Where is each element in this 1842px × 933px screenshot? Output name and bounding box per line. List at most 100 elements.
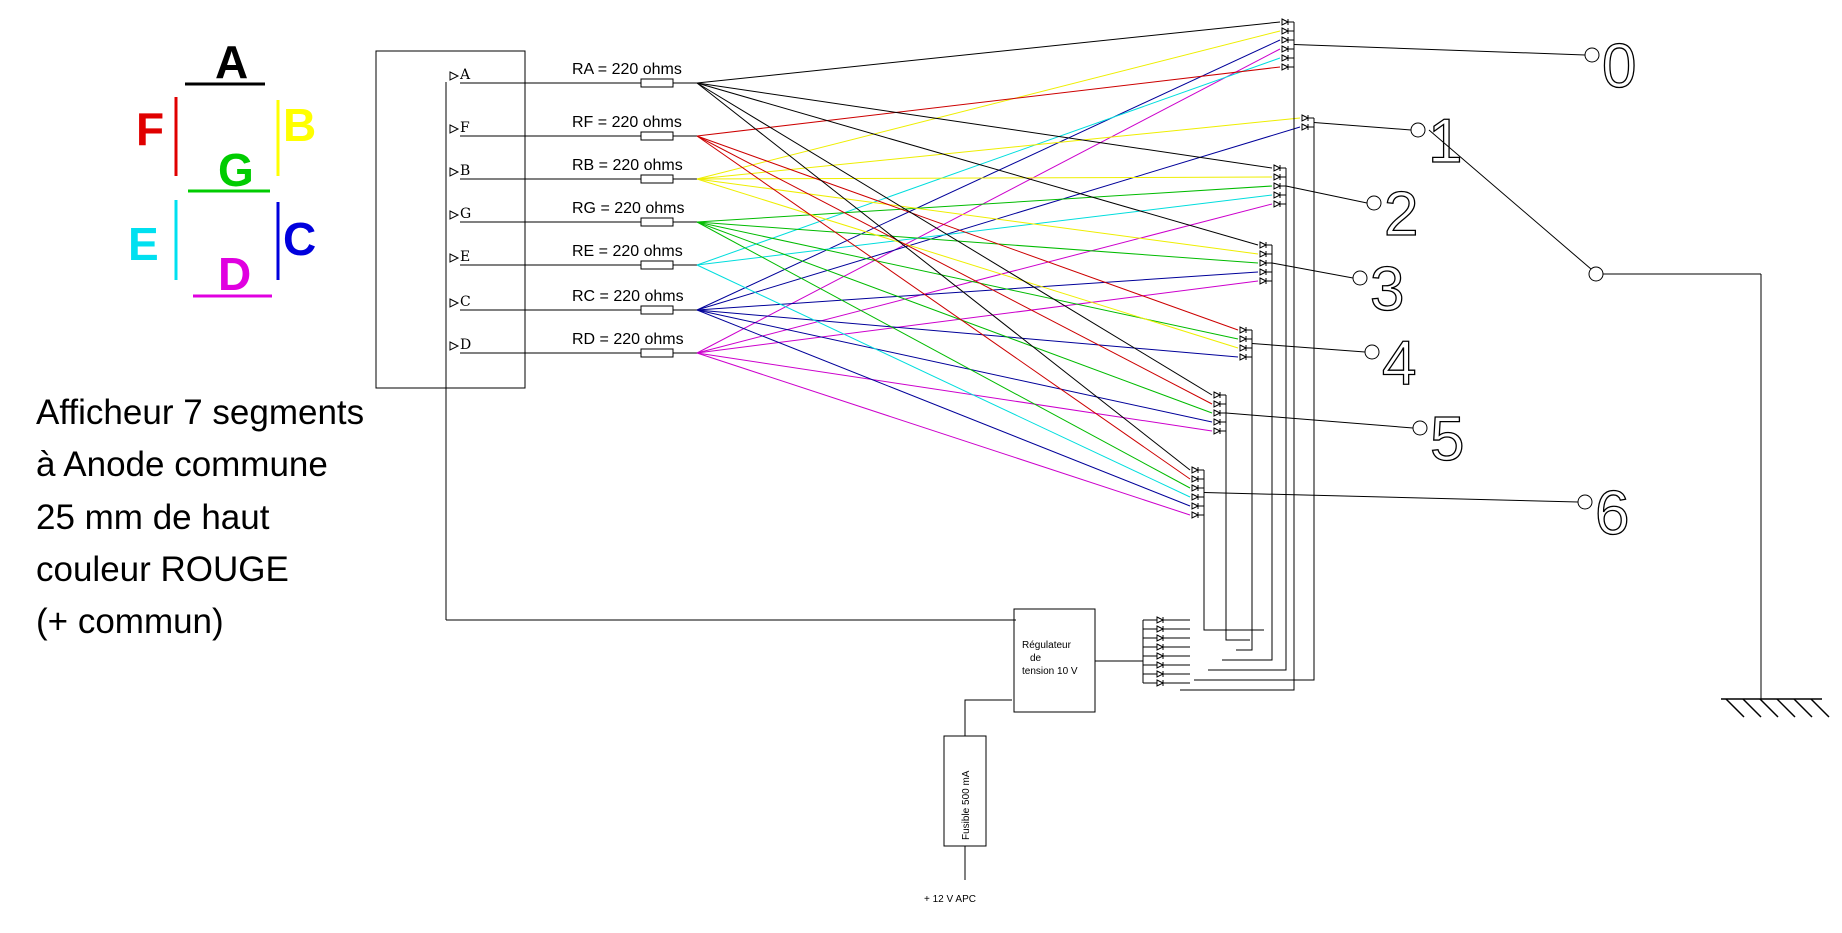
description-line-2: à Anode commune [36,445,328,484]
pin-label-d: D [460,337,471,353]
diode-icon-6-f [1191,475,1200,483]
bus-return-5 [1225,431,1250,641]
pin-label-g: G [460,206,471,222]
resistor-label-d: RD = 220 ohms [572,331,684,348]
bus-return-6 [1203,515,1264,631]
output-terminal-1 [1410,122,1426,138]
ground-hatch-line-3 [1776,698,1796,718]
diode-icon-6-g [1191,484,1200,492]
diode-icon-2-b [1273,173,1282,181]
regulator-box [1013,608,1096,713]
diode-icon-4-b [1239,344,1248,352]
fanout-wire-6-c [696,309,1191,507]
pin-icon-a [449,71,460,81]
output-label-1: 1 [1428,107,1462,176]
regulator-label-2: de [1030,653,1042,664]
bus-return-3 [1222,281,1273,661]
output-wire-2 [1285,185,1368,204]
legend-label-d: D [218,248,251,300]
fanout-wire-3-d [696,280,1259,354]
fanout-wire-5-c [696,309,1213,423]
fanout-wire-0-c [696,39,1281,311]
output-terminal-2 [1366,195,1382,211]
resistor-d [640,348,674,358]
diode-icon-2-e [1273,191,1282,199]
pin-icon-c [449,298,460,308]
diode-icon-3-d [1259,277,1268,285]
description-line-3: 25 mm de haut [36,498,270,537]
resistor-label-g: RG = 220 ohms [572,200,685,217]
description-line-5: (+ commun) [36,602,224,641]
fanout-wire-0-f [696,66,1281,137]
legend-label-b: B [283,99,316,151]
diode-icon-2-a [1273,164,1282,172]
diode-icon-4-g [1239,335,1248,343]
regulator-label-3: tension 10 V [1022,666,1078,677]
output-label-2: 2 [1384,180,1418,249]
resistor-label-b: RB = 220 ohms [572,157,683,174]
rotary-switch [1428,129,1822,700]
output-buses [1180,22,1586,691]
output-label-3: 3 [1370,255,1404,324]
diode-icon-1-c [1301,123,1310,131]
fanout-wire-4-g [696,221,1239,340]
fanout-wire-0-e [696,57,1281,266]
pin-icon-b [449,167,460,177]
switch-arm [1428,129,1592,270]
pin-label-b: B [460,163,470,179]
ground-hatch-line-2 [1759,698,1779,718]
output-wire-0 [1293,44,1586,56]
resistor-f [640,131,674,141]
bank-diode-icon-6 [1156,670,1165,678]
output-label-4: 4 [1382,329,1416,398]
regulator-input-wire [964,699,1012,736]
pin-icon-f [449,124,460,134]
fanout-wire-3-g [696,221,1259,264]
diode-icon-3-a [1259,241,1268,249]
output-terminal-3 [1352,270,1368,286]
diode-icon-1-b [1301,114,1310,122]
bus-return-4 [1236,357,1253,651]
output-label-6: 6 [1595,479,1629,548]
fanout-wire-2-g [696,185,1273,223]
bus-return-0 [1180,67,1295,691]
legend-label-e: E [128,218,159,270]
switch-pivot [1588,266,1604,282]
fanout-wire-5-g [696,221,1213,414]
diode-icon-6-d [1191,511,1200,519]
bus-return-2 [1208,204,1287,671]
diode-icon-0-f [1281,63,1290,71]
legend-label-a: A [215,36,248,88]
diode-icon-0-d [1281,45,1290,53]
ground-hatch-line-1 [1742,698,1762,718]
resistor-label-f: RF = 220 ohms [572,114,682,131]
diode-icon-0-e [1281,54,1290,62]
diode-icon-4-f [1239,326,1248,334]
fanout-wire-3-c [696,271,1259,311]
diode-icon-4-c [1239,353,1248,361]
display-box [375,50,526,389]
diode-icon-2-d [1273,200,1282,208]
diode-icon-6-e [1191,493,1200,501]
pin-label-a: A [459,67,471,83]
bank-diode-icon-2 [1156,634,1165,642]
pin-label-f: F [460,120,470,136]
diode-icon-5-g [1213,409,1222,417]
fanout-wire-0-b [696,30,1281,180]
bank-diode-icon-0 [1156,616,1165,624]
diode-icon-0-a [1281,18,1290,26]
resistor-b [640,174,674,184]
bank-diode-icon-1 [1156,625,1165,633]
output-terminal-4 [1364,344,1380,360]
description: Afficheur 7 segments à Anode commune 25 … [36,393,364,641]
resistor-e [640,260,674,270]
diode-icon-0-c [1281,36,1290,44]
fanout-wire-6-a [696,82,1191,471]
fanout-wire-5-a [696,82,1213,396]
resistor-label-a: RA = 220 ohms [572,61,682,78]
voltage-regulator: Régulateur de tension 10 V [964,608,1143,736]
diode-icon-3-g [1259,259,1268,267]
ground-hatch-line-5 [1810,698,1830,718]
fuse: Fusible 500 mA + 12 V APC [924,735,987,905]
